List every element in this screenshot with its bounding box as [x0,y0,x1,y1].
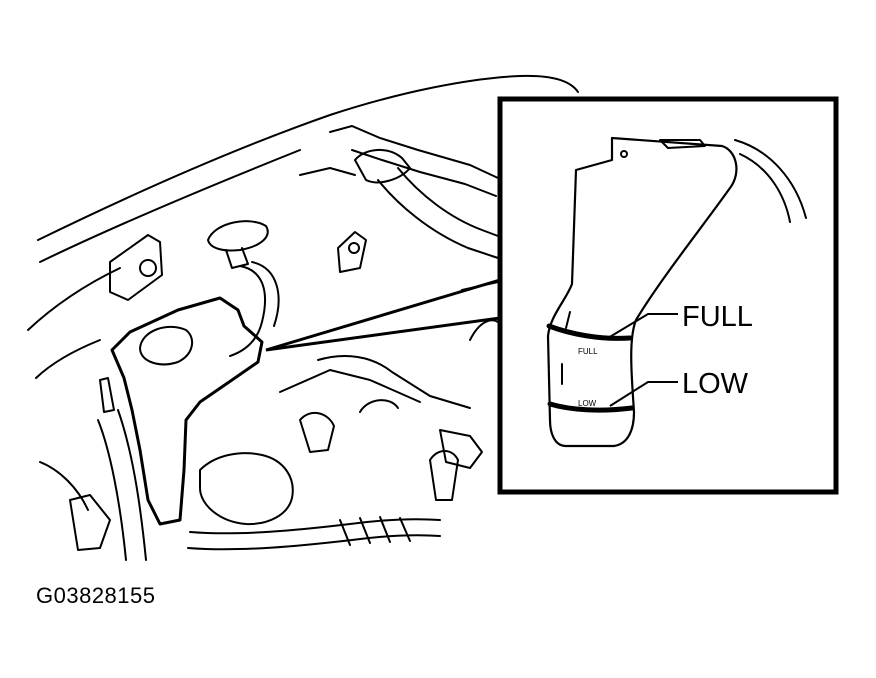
reservoir-tank-detail [546,136,807,448]
full-callout-label: FULL [682,301,753,333]
inset-box: FULL LOW FULL LOW [497,96,839,495]
leader-wedge [265,277,502,352]
low-callout-label: LOW [682,368,749,400]
tank-mark-low: LOW [578,399,597,408]
low-level-band [547,401,635,413]
full-callout-leader [607,313,678,339]
tank-mark-full: FULL [578,347,598,356]
full-level-band [546,323,633,341]
figure-code: G03828155 [36,583,156,608]
low-callout-leader [609,381,678,407]
